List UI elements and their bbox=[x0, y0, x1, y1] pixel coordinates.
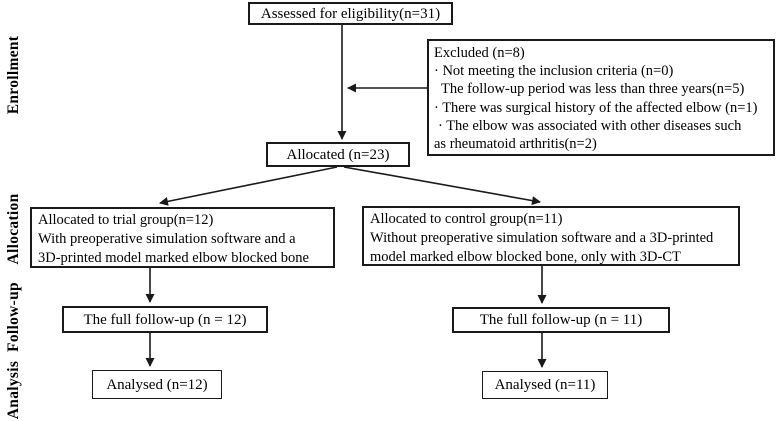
box-trial-group: Allocated to trial group(n=12) With preo… bbox=[30, 207, 335, 268]
trial-group-line: With preoperative simulation software an… bbox=[38, 231, 296, 247]
box-analysed-control-text: Analysed (n=11) bbox=[494, 377, 596, 393]
trial-group-line: 3D-printed model marked elbow blocked bo… bbox=[38, 250, 309, 266]
stage-label-analysis: Analysis bbox=[5, 360, 22, 420]
box-control-group: Allocated to control group(n=11) Without… bbox=[362, 206, 740, 266]
control-group-line: model marked elbow blocked bone, only wi… bbox=[370, 249, 681, 265]
excluded-line: Excluded (n=8) bbox=[434, 45, 525, 61]
stage-label-enrollment: Enrollment bbox=[5, 35, 22, 115]
box-analysed-trial-text: Analysed (n=12) bbox=[106, 376, 208, 393]
box-followup-trial-text: The full follow-up (n = 12) bbox=[83, 311, 247, 328]
control-group-line: Allocated to control group(n=11) bbox=[370, 211, 563, 227]
box-analysed-control: Analysed (n=11) bbox=[482, 371, 608, 399]
box-assessed-text: Assessed for eligibility(n=31) bbox=[260, 5, 441, 22]
box-followup-control-text: The full follow-up (n = 11) bbox=[479, 312, 643, 328]
box-allocated: Allocated (n=23) bbox=[266, 142, 410, 167]
arrow-allocated-to-control bbox=[343, 166, 541, 206]
excluded-line: as rheumatoid arthritis(n=2) bbox=[434, 136, 597, 153]
excluded-line: · Not meeting the inclusion criteria (n=… bbox=[434, 63, 674, 80]
trial-group-line: Allocated to trial group(n=12) bbox=[38, 212, 214, 228]
stage-label-followup: Follow-up bbox=[5, 282, 22, 352]
box-assessed: Assessed for eligibility(n=31) bbox=[248, 2, 453, 25]
arrow-allocated-to-trial bbox=[159, 166, 338, 206]
box-excluded: Excluded (n=8) · Not meeting the inclusi… bbox=[427, 39, 775, 156]
box-followup-trial: The full follow-up (n = 12) bbox=[62, 306, 268, 333]
box-followup-control: The full follow-up (n = 11) bbox=[452, 307, 670, 333]
box-allocated-text: Allocated (n=23) bbox=[286, 146, 390, 163]
stage-label-allocation: Allocation bbox=[5, 193, 22, 265]
box-analysed-trial: Analysed (n=12) bbox=[92, 370, 222, 399]
excluded-line: · The elbow was associated with other di… bbox=[438, 117, 742, 134]
excluded-line: · There was surgical history of the affe… bbox=[434, 99, 758, 116]
excluded-line: The follow-up period was less than three… bbox=[441, 81, 745, 98]
control-group-line: Without preoperative simulation software… bbox=[370, 230, 714, 246]
